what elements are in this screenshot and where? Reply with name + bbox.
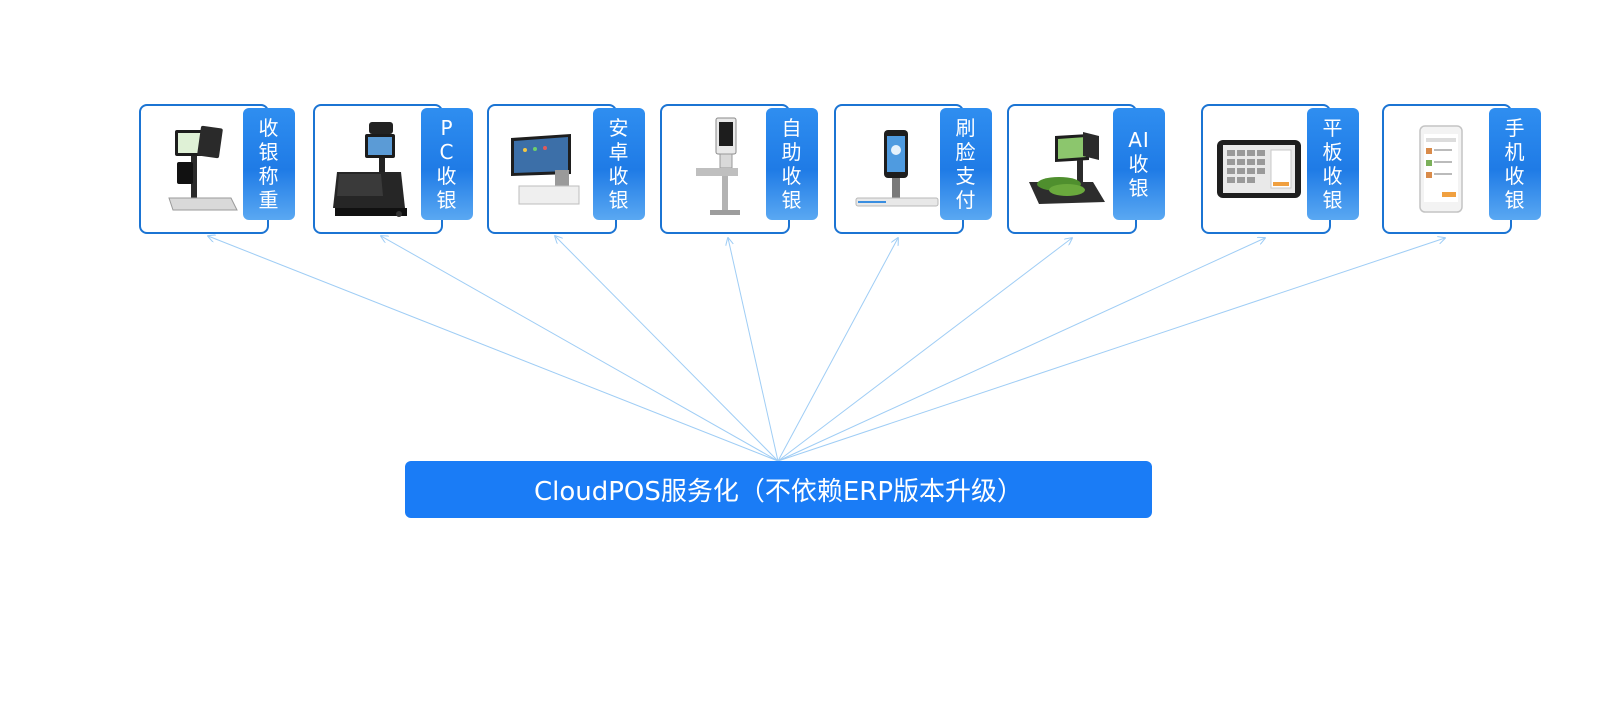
device-label: 自助收银 [781,116,803,212]
connector-line [777,238,1445,462]
connector-line [555,236,779,462]
device-label: 刷脸支付 [955,116,977,212]
connector-line [777,238,1265,462]
connector-line [381,236,779,462]
scale-pos-icon [168,125,238,211]
connector-line [777,238,1072,462]
cloudpos-hub-banner: CloudPOS服务化（不依赖ERP版本升级） [405,461,1152,518]
self-checkout-kiosk-icon [696,117,740,215]
tablet-pos-icon [1217,140,1301,198]
connector-line [208,236,779,462]
device-tab-tablet-pos: 平板收银 [1307,108,1359,220]
device-label: 手机收银 [1504,116,1526,212]
pc-cash-register-icon [333,122,407,217]
device-label: 收银称重 [258,116,280,212]
device-tab-face-pay: 刷脸支付 [940,108,992,220]
ai-scale-pos-icon [1029,132,1105,204]
device-label: AI收银 [1128,128,1150,200]
device-tab-scale-pos: 收银称重 [243,108,295,220]
device-tab-ai-pos: AI收银 [1113,108,1165,220]
mobile-pos-icon [1419,125,1463,213]
hub-label: CloudPOS服务化（不依赖ERP版本升级） [533,477,1024,507]
connector-line [777,238,898,462]
face-pay-device-icon [855,130,939,207]
device-label: 安卓收银 [608,116,630,212]
device-label: PC收银 [436,116,458,212]
device-tab-pc-pos: PC收银 [421,108,473,220]
android-pos-icon [511,134,580,205]
connector-line [728,238,779,462]
device-tab-self-checkout: 自助收银 [766,108,818,220]
device-label: 平板收银 [1322,116,1344,212]
device-tab-mobile-pos: 手机收银 [1489,108,1541,220]
device-tab-android-pos: 安卓收银 [593,108,645,220]
